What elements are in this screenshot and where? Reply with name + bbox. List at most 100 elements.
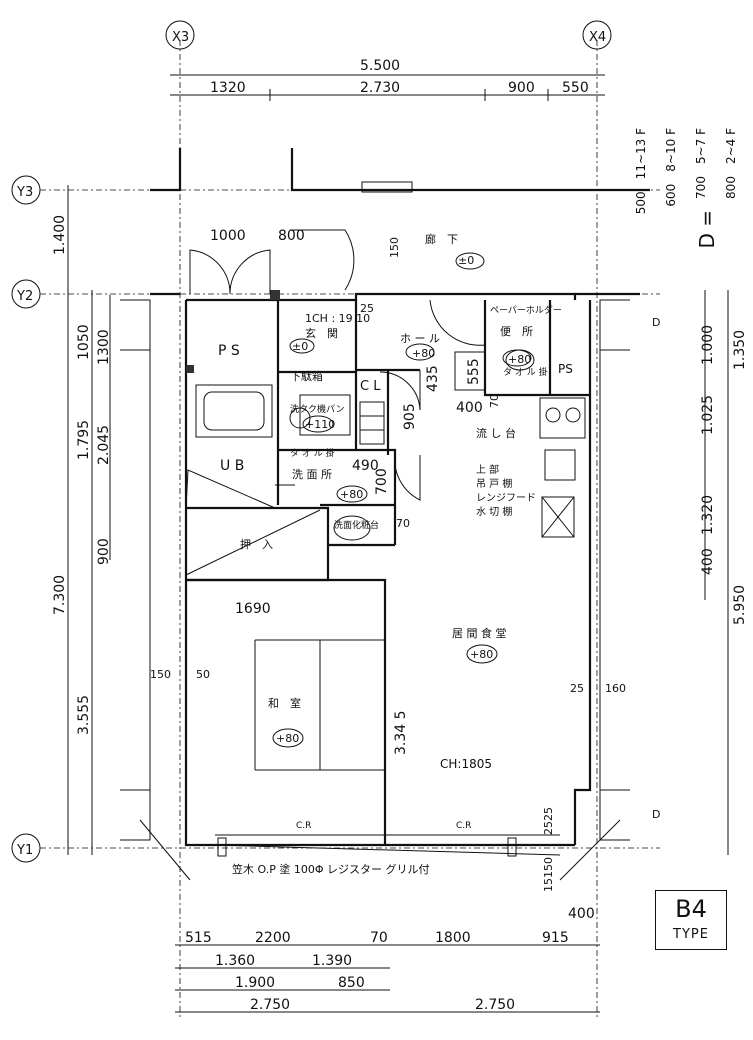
grid-bubble-x4: X4 — [582, 20, 612, 50]
level-ldk: +80 — [470, 648, 493, 661]
dim-right-5950: 5.950 — [732, 585, 748, 625]
washer-pan — [299, 394, 351, 436]
dim-top-2730: 2.730 — [360, 80, 400, 96]
grid-bubble-y1: Y1 — [11, 833, 41, 863]
label-entrance: 玄 関 — [305, 326, 338, 340]
label-d-top: D — [652, 316, 660, 329]
dim-bottom-1390: 1.390 — [312, 953, 352, 969]
dim-right-160: 160 — [605, 682, 626, 695]
side-columns — [120, 299, 630, 881]
dim-top-550: 550 — [562, 80, 589, 96]
dim-left-2045: 2.045 — [96, 425, 112, 465]
dim-inner-490: 490 — [352, 458, 379, 474]
dim-inner-400: 400 — [456, 400, 483, 416]
dim-bottom-515: 515 — [185, 930, 212, 946]
label-cl: C L — [360, 379, 381, 394]
cl-shelves — [359, 401, 385, 445]
floor-row-2: 600 8~10 F — [664, 128, 678, 207]
level-toilet: +80 — [508, 353, 531, 366]
dim-right-1320: 1.320 — [700, 495, 716, 535]
label-bottom-note: 笠木 O.P 塗 100Φ レジスター グリル付 — [232, 862, 429, 876]
dim-inner-800: 800 — [278, 228, 305, 244]
dim-top-900: 900 — [508, 80, 535, 96]
bottom-dimensions: 515 2200 70 1800 915 1.360 1.390 1.900 8… — [175, 930, 600, 1013]
unit-type-word: TYPE — [673, 927, 709, 942]
label-ps-right: PS — [558, 362, 573, 376]
label-paper-holder: ペーパーホルダー — [490, 304, 562, 316]
dim-inner-150b: 150 — [150, 668, 171, 681]
fixtures — [185, 290, 586, 771]
label-towel-bar-toilet: タ オ ル 掛 — [503, 366, 548, 378]
dim-bottom-1900: 1.900 — [235, 975, 275, 991]
label-ub: U B — [220, 458, 244, 474]
label-kitchen-note1: 上 部 — [476, 463, 499, 476]
floor-row-4: 800 2~4 F — [724, 128, 738, 199]
stove — [539, 397, 586, 439]
dim-bottom-850: 850 — [338, 975, 365, 991]
doors — [189, 229, 486, 501]
label-d-bottom: D — [652, 808, 660, 821]
dim-inner-70b: 70 — [396, 517, 410, 530]
label-cr-right: C.R — [456, 821, 471, 831]
dim-bottom-1360: 1.360 — [215, 953, 255, 969]
dim-right-15150: 15150 — [542, 857, 555, 892]
top-dimensions: 5.500 1320 2.730 900 550 — [170, 58, 605, 101]
label-sink: 流 し 台 — [476, 426, 516, 440]
grid-label-x4: X4 — [589, 30, 606, 45]
label-cr-left: C.R — [296, 821, 311, 831]
unit-walls — [184, 292, 592, 857]
floor-row-3: 700 5~7 F — [694, 128, 708, 199]
grid-bubble-y2: Y2 — [11, 279, 41, 309]
label-washer-pan: 洗タク機パン — [290, 403, 344, 415]
grid-label-x3: X3 — [172, 30, 189, 45]
dim-right-1350: 1.350 — [732, 330, 748, 370]
inner-dimensions: 1000 800 150 25 435 555 400 70 905 490 7… — [150, 228, 501, 771]
level-hall: +80 — [412, 347, 435, 360]
level-washitsu: +80 — [276, 732, 299, 745]
label-washitsu: 和 室 — [268, 696, 301, 710]
unit-type-code: B4 — [675, 895, 707, 923]
floor-depth-table: 500 11~13 F 600 8~10 F 700 5~7 F 800 2~4… — [630, 128, 750, 268]
corridor-walls — [150, 148, 650, 296]
unit-type-box: B4 TYPE — [655, 890, 727, 950]
dim-top-total: 5.500 — [360, 58, 400, 74]
dim-inner-50: 50 — [196, 668, 210, 681]
grid-label-y2: Y2 — [16, 289, 33, 304]
dim-right-400: 400 — [700, 548, 716, 575]
label-vanity: 洗面化粧台 — [334, 519, 379, 531]
dim-inner-555: 555 — [466, 358, 482, 385]
dim-inner-150: 150 — [388, 237, 401, 258]
dim-bottom-2200: 2200 — [255, 930, 291, 946]
room-labels: 廊 下 ±0 P S PS 玄 関 ±0 ホ ー ル +80 便 所 +80 ペ… — [218, 232, 660, 876]
label-ldk: 居 間 食 堂 — [452, 626, 507, 640]
dim-left-900: 900 — [96, 538, 112, 565]
dim-inner-25: 25 — [360, 302, 374, 315]
dim-inner-1000: 1000 — [210, 228, 246, 244]
label-kitchen-note3: レンジフード — [476, 493, 536, 504]
dim-left-1300: 1300 — [96, 329, 112, 365]
dim-inner-1690: 1690 — [235, 601, 271, 617]
label-ps-left: P S — [218, 343, 240, 359]
dim-right-400b: 400 — [568, 906, 595, 922]
dim-right-25: 25 — [570, 682, 584, 695]
grid-label-y3: Y3 — [16, 185, 33, 200]
grid-label-y1: Y1 — [16, 843, 33, 858]
vanity-basin — [333, 515, 371, 541]
ceiling-height-ldk: CH:1805 — [440, 757, 492, 771]
dim-left-1400: 1.400 — [52, 215, 68, 255]
dim-bottom-915: 915 — [542, 930, 569, 946]
dim-right-1025: 1.025 — [700, 395, 716, 435]
label-towel-bar-wash: タ オ ル 掛 — [290, 447, 335, 459]
level-washer: +110 — [305, 418, 335, 431]
toilet-tank — [454, 351, 486, 391]
label-corridor: 廊 下 — [425, 232, 458, 246]
level-corridor: ±0 — [458, 254, 474, 267]
label-kitchen-note4: 水 切 棚 — [476, 505, 512, 518]
depth-d-equals: D = — [695, 210, 719, 249]
grid-bubble-y3: Y3 — [11, 175, 41, 205]
dim-inner-3345: 3.34 5 — [393, 710, 409, 755]
dim-left-1050: 1050 — [76, 324, 92, 360]
dim-bottom-2750b: 2.750 — [475, 997, 515, 1013]
bathtub — [195, 384, 273, 438]
